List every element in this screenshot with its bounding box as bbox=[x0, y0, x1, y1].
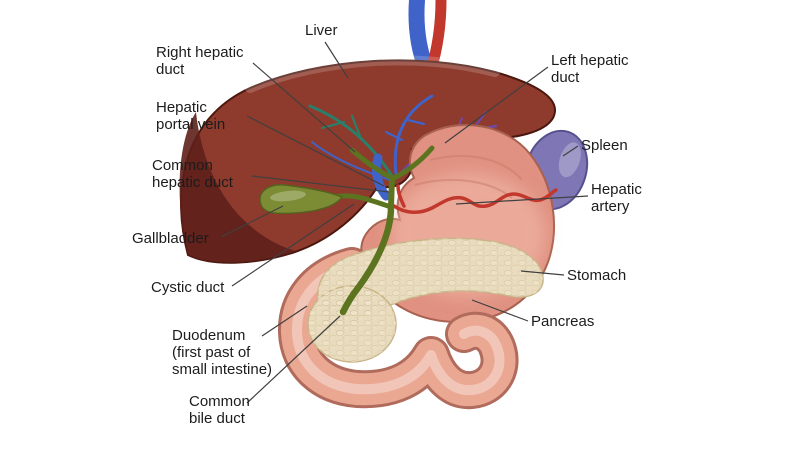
label-duodenum: Duodenum (first past of small intestine) bbox=[172, 327, 272, 378]
label-common-bile-duct-line2: bile duct bbox=[189, 410, 245, 427]
leader-common-bile-duct bbox=[246, 315, 341, 404]
label-common-bile-duct: Common bile duct bbox=[189, 393, 250, 427]
right-hepatic-duct-shape bbox=[349, 147, 395, 181]
label-duodenum-line2: (first past of bbox=[172, 344, 251, 361]
leader-spleen bbox=[562, 145, 579, 157]
leader-gallbladder bbox=[220, 205, 284, 238]
label-right-hepatic-duct: Right hepatic duct bbox=[156, 44, 244, 78]
leader-hepatic-artery bbox=[455, 195, 589, 205]
stomach-rugae bbox=[414, 155, 523, 199]
label-pancreas: Pancreas bbox=[531, 313, 594, 330]
label-right-hepatic-duct-line2: duct bbox=[156, 61, 185, 78]
label-cystic-duct: Cystic duct bbox=[151, 279, 224, 296]
leader-cystic-duct bbox=[231, 203, 355, 287]
label-hepatic-artery-line2: artery bbox=[591, 198, 630, 215]
label-stomach: Stomach bbox=[567, 267, 626, 284]
hepatic-artery-shape bbox=[396, 184, 406, 208]
hepatic-portal-vein-shape bbox=[371, 153, 391, 201]
pancreas-head-texture bbox=[308, 286, 396, 362]
label-hepatic-portal-vein-line1: Hepatic bbox=[156, 99, 207, 116]
label-left-hepatic-duct-line2: duct bbox=[551, 69, 580, 86]
duodenum-highlight bbox=[291, 261, 505, 396]
label-left-hepatic-duct-line1: Left hepatic bbox=[551, 52, 629, 69]
label-hepatic-portal-vein: Hepatic portal vein bbox=[156, 99, 225, 133]
gallbladder-highlight bbox=[270, 190, 306, 202]
leader-right-hepatic-duct bbox=[252, 62, 356, 153]
label-hepatic-artery: Hepatic artery bbox=[591, 181, 642, 215]
label-common-hepatic-duct-line2: hepatic duct bbox=[152, 174, 233, 191]
leader-left-hepatic-duct bbox=[444, 66, 549, 144]
label-gallbladder: Gallbladder bbox=[132, 230, 209, 247]
label-pancreas-line1: Pancreas bbox=[531, 313, 595, 330]
label-left-hepatic-duct: Left hepatic duct bbox=[551, 52, 629, 86]
left-hepatic-duct-shape bbox=[391, 145, 435, 181]
leader-hepatic-portal-vein bbox=[246, 115, 385, 187]
label-common-hepatic-duct: Common hepatic duct bbox=[152, 157, 233, 191]
common-bile-duct-shape bbox=[339, 203, 395, 316]
label-common-bile-duct-line1: Common bbox=[189, 393, 250, 410]
leader-lines bbox=[220, 41, 589, 404]
leader-common-hepatic-duct bbox=[251, 175, 390, 193]
label-duodenum-line1: Duodenum bbox=[172, 327, 246, 344]
label-duodenum-line3: small intestine) bbox=[172, 361, 273, 378]
duodenum-tube bbox=[281, 250, 516, 407]
spleen-highlight bbox=[558, 142, 581, 178]
label-stomach-line1: Stomach bbox=[567, 267, 627, 284]
label-gallbladder-line1: Gallbladder bbox=[132, 230, 209, 247]
label-spleen: Spleen bbox=[581, 137, 628, 154]
common-hepatic-duct-shape bbox=[388, 175, 395, 209]
label-common-hepatic-duct-line1: Common bbox=[152, 157, 213, 174]
leader-pancreas bbox=[471, 299, 529, 322]
leader-duodenum bbox=[261, 305, 308, 337]
leader-stomach bbox=[520, 270, 565, 276]
gallbladder-shape bbox=[259, 184, 344, 215]
liver-vessel-path bbox=[384, 118, 426, 142]
label-hepatic-artery-line1: Hepatic bbox=[591, 181, 642, 198]
label-cystic-duct-line1: Cystic duct bbox=[151, 279, 225, 296]
label-spleen-line1: Spleen bbox=[581, 137, 628, 154]
label-liver: Liver bbox=[305, 22, 338, 39]
liver-shadow bbox=[179, 112, 296, 263]
liver-vessel-path bbox=[308, 104, 394, 178]
label-hepatic-portal-vein-line2: portal vein bbox=[156, 116, 226, 133]
label-right-hepatic-duct-line1: Right hepatic bbox=[156, 44, 244, 61]
label-liver-line1: Liver bbox=[305, 22, 338, 39]
leader-liver bbox=[324, 41, 349, 79]
splenic-artery bbox=[392, 188, 558, 214]
liver-vessel-path bbox=[393, 94, 434, 176]
liver-highlight bbox=[245, 55, 500, 93]
